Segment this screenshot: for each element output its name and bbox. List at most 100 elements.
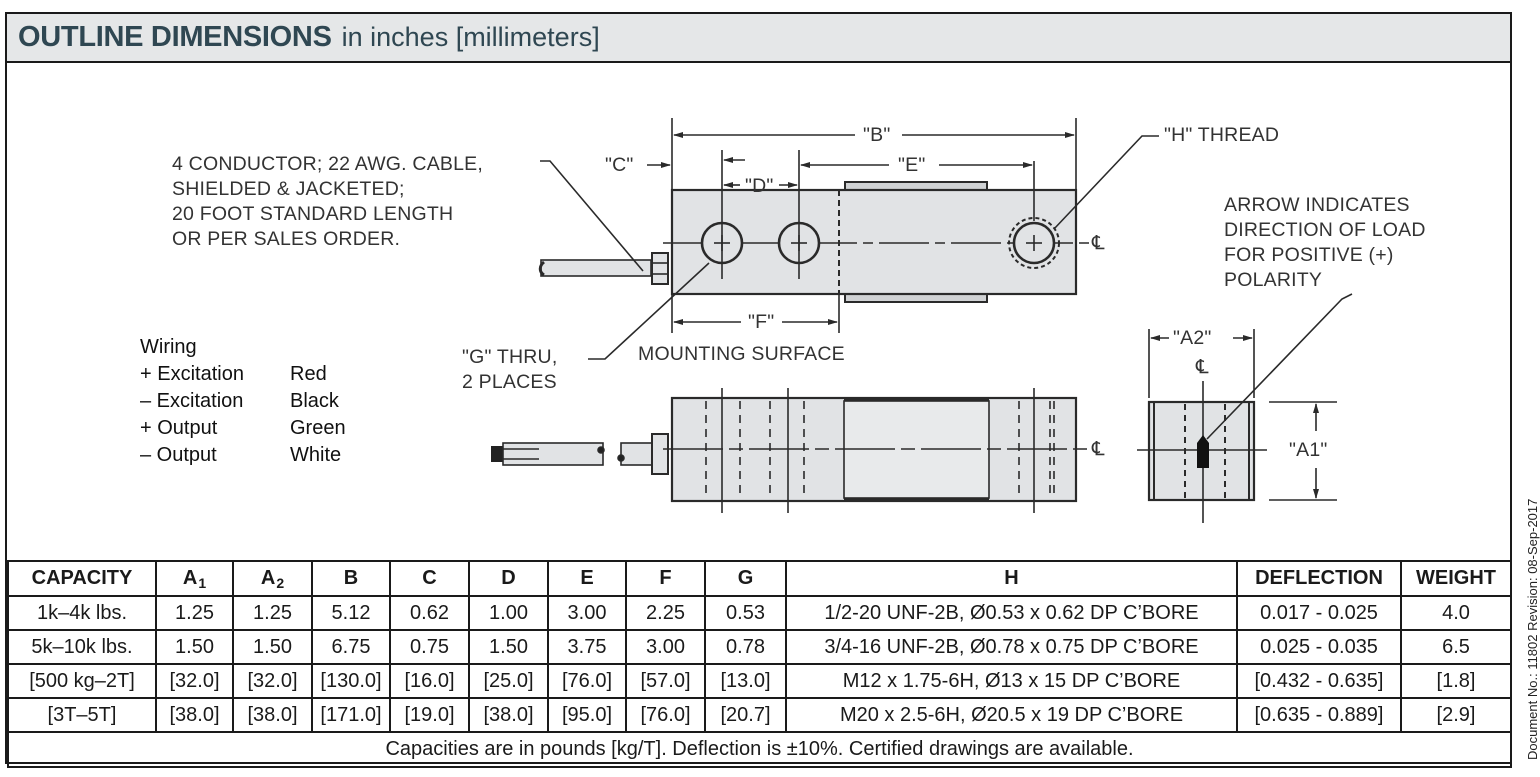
col-a1: A1 — [155, 560, 234, 597]
wiring-color: Green — [290, 417, 346, 439]
col-a1-base: A — [182, 567, 198, 589]
top-view — [538, 118, 1159, 360]
document-info-text: Document No.: 11802 Revision: 08-Sep-201… — [1525, 498, 1540, 760]
arrow-note-line: ARROW INDICATES — [1224, 194, 1410, 216]
g-thru-line: "G" THRU, — [462, 346, 558, 368]
table-cell: 5.12 — [311, 595, 391, 631]
table-cell: 3.00 — [547, 595, 627, 631]
table-row: [3T–5T][38.0][38.0][171.0][19.0][38.0][9… — [7, 697, 1512, 733]
col-f: F — [625, 560, 706, 597]
col-deflection: DEFLECTION — [1236, 560, 1402, 597]
col-a1-sub: 1 — [198, 575, 207, 591]
col-h: H — [785, 560, 1238, 597]
dim-c-label: "C" — [605, 154, 634, 176]
centerline-symbol-end: ℄ — [1196, 356, 1209, 378]
table-cell: [130.0] — [311, 663, 391, 699]
table-cell: M12 x 1.75-6H, Ø13 x 15 DP C’BORE — [785, 663, 1238, 699]
dim-d-label: "D" — [745, 175, 774, 197]
wiring-signal: – Excitation — [140, 390, 244, 412]
outline-dimensions-panel: OUTLINE DIMENSIONS in inches [millimeter… — [5, 12, 1512, 768]
col-a2-base: A — [260, 567, 276, 589]
table-cell: [95.0] — [547, 697, 627, 733]
table-cell: 1.50 — [468, 629, 549, 665]
cable-nut — [651, 252, 669, 285]
table-cell: 3.75 — [547, 629, 627, 665]
col-weight: WEIGHT — [1400, 560, 1512, 597]
table-cell: [13.0] — [704, 663, 787, 699]
wiring-color: White — [290, 444, 342, 466]
table-cell: 3/4-16 UNF-2B, Ø0.78 x 0.75 DP C’BORE — [785, 629, 1238, 665]
section-subtitle: in inches [millimeters] — [341, 22, 600, 52]
arrow-note-line: DIRECTION OF LOAD — [1224, 219, 1426, 241]
table-cell: [38.0] — [468, 697, 549, 733]
table-cell: [16.0] — [389, 663, 470, 699]
side-view — [491, 388, 1089, 513]
col-b: B — [311, 560, 391, 597]
table-cell: 0.53 — [704, 595, 787, 631]
table-cell: 3.00 — [625, 629, 706, 665]
table-cell: 0.017 - 0.025 — [1236, 595, 1402, 631]
wiring-title: Wiring — [140, 336, 197, 358]
cable-note-line: 20 FOOT STANDARD LENGTH — [172, 203, 454, 225]
table-cell: 0.75 — [389, 629, 470, 665]
col-g: G — [704, 560, 787, 597]
wiring-color: Black — [290, 390, 339, 412]
h-thread-label: "H" THREAD — [1164, 124, 1280, 146]
col-d: D — [468, 560, 549, 597]
section-title: OUTLINE DIMENSIONS — [18, 21, 332, 53]
table-cell: 6.75 — [311, 629, 391, 665]
table-cell: 1.25 — [155, 595, 234, 631]
table-cell: [57.0] — [625, 663, 706, 699]
g-thru-line: 2 PLACES — [462, 371, 557, 393]
centerline-symbol: ℄ — [1092, 232, 1105, 254]
table-cell: [0.635 - 0.889] — [1236, 697, 1402, 733]
section-header: OUTLINE DIMENSIONS in inches [millimeter… — [7, 14, 1510, 63]
table-header-row: CAPACITY A1 A2 B C D E F G H DEFLECTION … — [7, 560, 1512, 597]
end-view — [1137, 293, 1353, 523]
document-info: Document No.: 11802 Revision: 08-Sep-201… — [1516, 440, 1540, 760]
col-a2-sub: 2 — [276, 575, 285, 591]
table-cell: 1.50 — [232, 629, 313, 665]
table-cell: [32.0] — [232, 663, 313, 699]
table-cell: [500 kg–2T] — [7, 663, 157, 699]
wiring-signal: – Output — [140, 444, 217, 466]
technical-drawing: ℄ ℄ ℄ "B" "C" "D" "E" "F" "H" THREAD "A2… — [7, 63, 1510, 560]
cable-note-line: SHIELDED & JACKETED; — [172, 178, 405, 200]
table-cell: [19.0] — [389, 697, 470, 733]
table-cell: 5k–10k lbs. — [7, 629, 157, 665]
dim-f-label: "F" — [748, 311, 775, 333]
table-cell: [38.0] — [232, 697, 313, 733]
wiring-color: Red — [290, 363, 327, 385]
table-cell: 2.25 — [625, 595, 706, 631]
table-cell: 1.25 — [232, 595, 313, 631]
table-cell: [3T–5T] — [7, 697, 157, 733]
table-cell: [32.0] — [155, 663, 234, 699]
table-cell: [38.0] — [155, 697, 234, 733]
col-capacity: CAPACITY — [7, 560, 157, 597]
dim-a2-label: "A2" — [1173, 327, 1212, 349]
table-cell: [2.9] — [1400, 697, 1512, 733]
mounting-surface-label: MOUNTING SURFACE — [638, 343, 845, 365]
col-a2: A2 — [232, 560, 313, 597]
table-cell: [76.0] — [547, 663, 627, 699]
arrow-note-line: POLARITY — [1224, 269, 1323, 291]
table-cell: 1k–4k lbs. — [7, 595, 157, 631]
wiring-legend: Wiring + Excitation Red – Excitation Bla… — [140, 334, 346, 469]
table-cell: [25.0] — [468, 663, 549, 699]
table-cell: 0.62 — [389, 595, 470, 631]
cable-note-line: OR PER SALES ORDER. — [172, 228, 401, 250]
centerline-symbol-side: ℄ — [1092, 438, 1105, 460]
wiring-signal: + Excitation — [140, 363, 244, 385]
col-e: E — [547, 560, 627, 597]
wiring-signal: + Output — [140, 417, 218, 439]
cable-note-line: 4 CONDUCTOR; 22 AWG. CABLE, — [172, 153, 483, 175]
load-cell-drawing — [491, 118, 1353, 523]
table-cell: 0.78 — [704, 629, 787, 665]
arrow-note: ARROW INDICATES DIRECTION OF LOAD FOR PO… — [1224, 193, 1426, 293]
table-cell: [171.0] — [311, 697, 391, 733]
table-cell: 1/2-20 UNF-2B, Ø0.53 x 0.62 DP C’BORE — [785, 595, 1238, 631]
table-footnote: Capacities are in pounds [kg/T]. Deflect… — [7, 731, 1512, 768]
g-thru-note: "G" THRU, 2 PLACES — [462, 345, 557, 395]
col-c: C — [389, 560, 470, 597]
